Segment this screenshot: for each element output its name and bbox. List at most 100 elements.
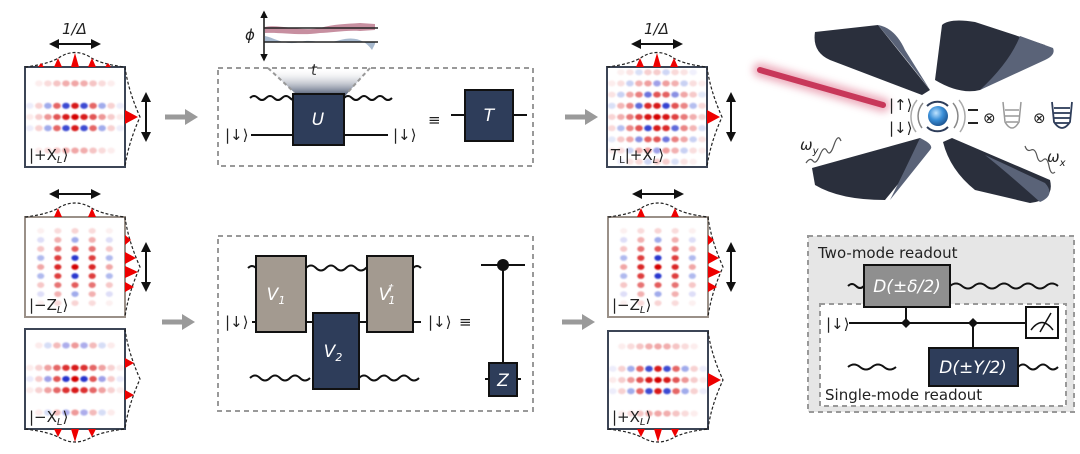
wigner-dot [663,410,671,417]
wigner-dot [654,365,662,372]
wigner-dot [636,343,644,350]
wigner-dot [71,282,79,288]
wigner-dot [626,147,634,154]
mode-wire [249,374,311,382]
wigner-dot [690,410,698,417]
mode-wire [305,264,377,272]
wigner-dot [618,376,626,384]
wigner-dot [609,365,617,372]
wigner-dot [88,246,96,252]
wigner-dot [105,237,113,243]
electrode [814,25,930,95]
gate-Y-label: D(±Y/2) [939,358,1007,378]
output-ket: |↓⟩ [428,313,451,331]
wigner-dot [653,113,661,121]
wigner-dot [627,365,635,372]
wigner-dot [671,136,679,143]
wigner-dot [663,388,671,395]
wigner-dot [88,255,96,261]
wigner-dot [626,102,634,109]
gate-V1-label: V1 [267,285,286,307]
wigner-dot [608,80,616,87]
gate-V2-label: V2 [324,342,343,364]
wigner-dot [620,282,628,288]
wigner-dot [53,125,61,132]
wigner-dot [54,273,62,279]
wigner-dot [88,264,96,270]
wigner-dot [80,80,88,87]
wigner-dot [44,409,52,416]
wigner-dot [645,376,653,384]
gate-delta-label: D(±δ/2) [873,277,941,297]
wigner-dot [688,255,696,261]
wigner-dot [620,273,628,279]
wigner-dot [688,300,696,306]
wigner-dot [89,375,97,383]
wigner-dot [80,125,88,132]
wigner-dot [662,113,670,121]
wigner-dot [680,147,688,154]
wigner-dot [688,291,696,297]
wigner-dot [71,409,79,416]
wigner-dot [89,125,97,132]
wigner-dot [680,102,688,109]
wigner-dot [653,102,661,109]
wigner-dot [653,80,661,87]
wigner-dot [645,343,653,350]
wigner-dot [62,113,70,121]
wigner-dot [107,147,115,154]
wigner-dot [680,69,688,76]
wigner-dot [54,300,62,306]
wigner-dot [107,342,115,349]
wigner-dot [89,387,97,394]
wigner-dot [37,291,45,297]
wigner-dot [626,69,634,76]
wigner-dot [617,158,625,165]
wigner-dot [645,410,653,417]
wigner-dot [654,376,662,384]
wigner-dot [62,80,70,87]
wigner-dot [699,388,707,395]
wigner-dot [645,365,653,372]
wigner-dot [107,387,115,394]
gate-Z [488,362,518,397]
wigner-dot [80,364,88,371]
wigner-dot [88,228,96,234]
wigner-dot [105,246,113,252]
wigner-dot [44,80,52,87]
wigner-dot [609,376,617,384]
wigner-dot [26,387,34,394]
wigner-dot [654,273,662,279]
wigner-dot [98,147,106,154]
wigner-dot [80,387,88,394]
wigner-dot [88,291,96,297]
wigner-dot [644,102,652,109]
wigner-dot [689,113,697,121]
wigner-dot [80,409,88,416]
gate-T [464,89,514,142]
wigner-dot [89,80,97,87]
wigner-dot [44,364,52,371]
gate-V1-dagger-label: V†1 [379,283,396,307]
wigner-dot [35,147,43,154]
wigner-dot [636,376,644,384]
wigner-dot [654,291,662,297]
wigner-dot [53,409,61,416]
wigner-dot [680,125,688,132]
wigner-dot [635,136,643,143]
wigner-dot [89,147,97,154]
wigner-dot [637,255,645,261]
wigner-dot [653,125,661,132]
wigner-dot [105,273,113,279]
wigner-dot [671,113,679,121]
wigner-dot [698,113,706,121]
wigner-dot [635,69,643,76]
wigner-dot [62,102,70,109]
wigner-dot [37,237,45,243]
wigner-dot [671,228,679,234]
wigner-dot [71,237,79,243]
wigner-plus-x-output: |+XL⟩ [607,330,724,443]
mode-wire [949,282,1059,290]
wigner-dot [653,69,661,76]
wigner-dot [671,91,679,98]
